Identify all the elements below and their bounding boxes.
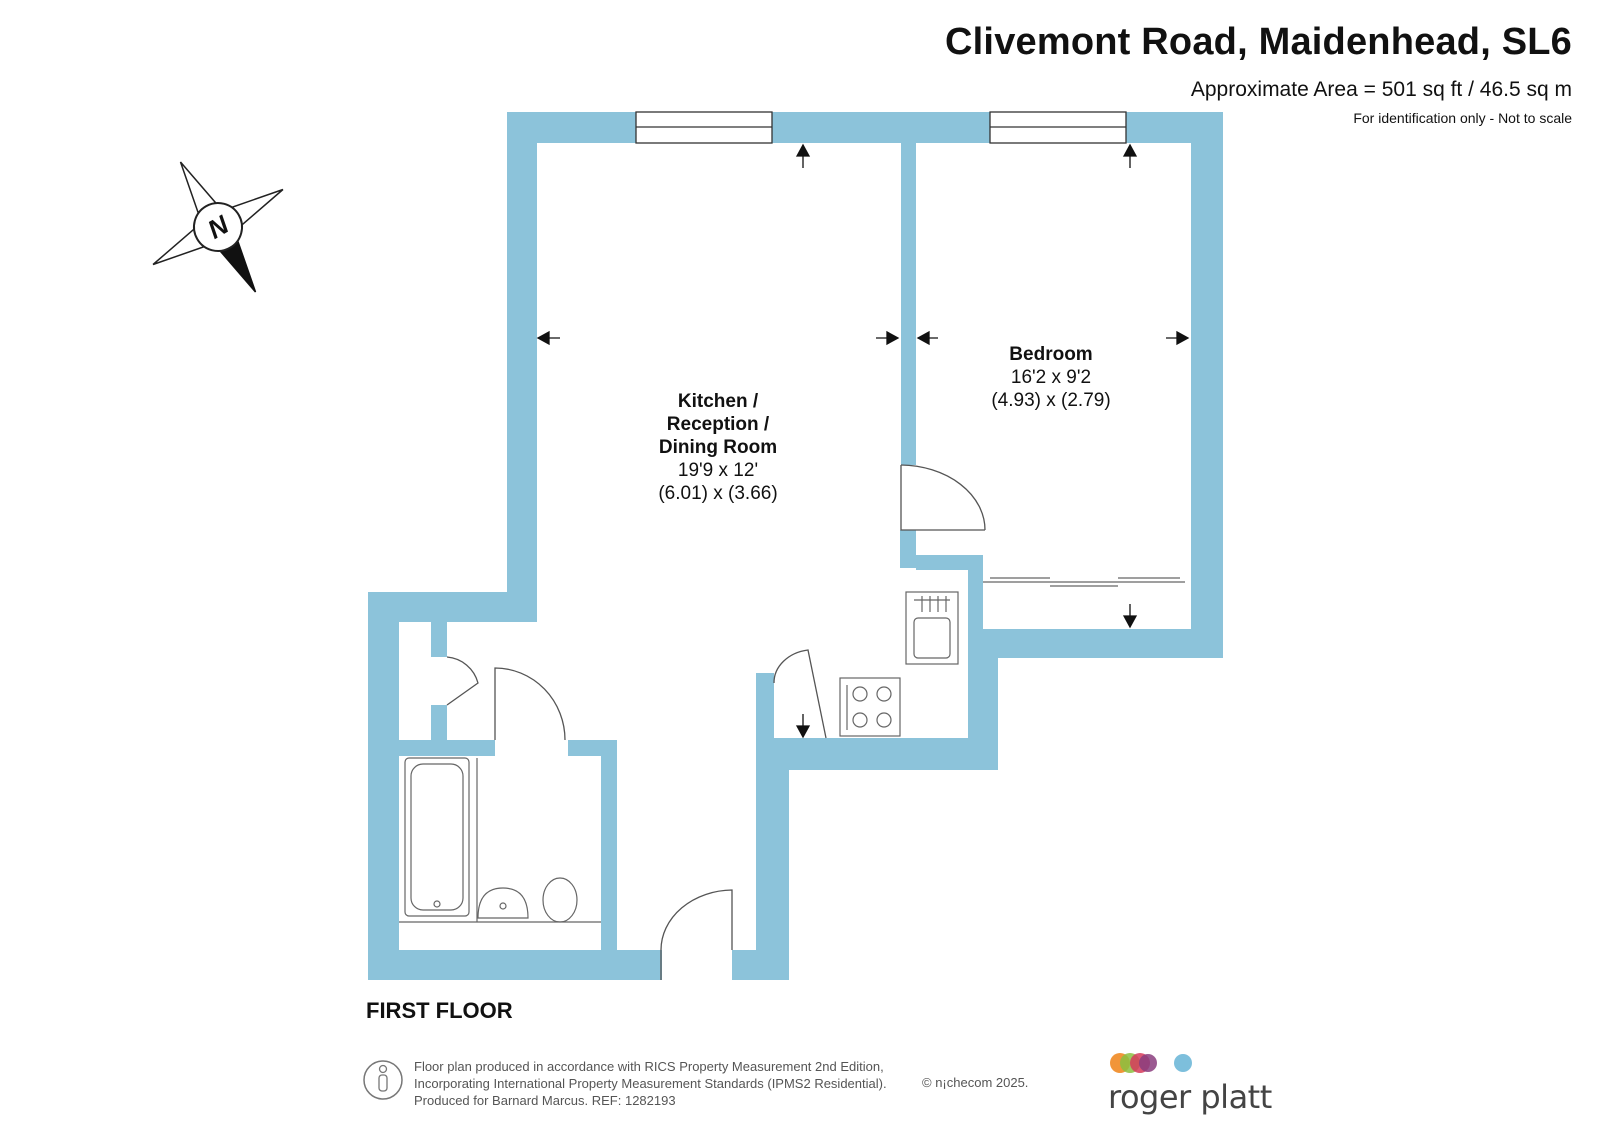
walls bbox=[368, 112, 1223, 980]
bathroom-fittings bbox=[399, 757, 601, 923]
roger-platt-logo-icon bbox=[1110, 1053, 1192, 1073]
footer-line: Incorporating International Property Mea… bbox=[414, 1076, 887, 1091]
hob-icon bbox=[839, 677, 901, 737]
footer-line: Floor plan produced in accordance with R… bbox=[414, 1059, 884, 1074]
room-name-line: Bedroom bbox=[1009, 344, 1093, 365]
room-name-line: Reception / bbox=[666, 414, 770, 435]
doors bbox=[446, 464, 986, 980]
toilet-icon bbox=[542, 877, 578, 923]
kitchen-fittings bbox=[839, 591, 959, 737]
footer-text: Floor plan produced in accordance with R… bbox=[414, 1058, 887, 1109]
compass-icon: N bbox=[152, 161, 284, 293]
room-name-line: Kitchen / bbox=[677, 391, 759, 412]
wardrobe bbox=[983, 577, 1185, 587]
dimension-arrows bbox=[536, 143, 1190, 739]
approximate-area: Approximate Area = 501 sq ft / 46.5 sq m bbox=[1190, 77, 1572, 101]
room-size-metric: (4.93) x (2.79) bbox=[991, 390, 1111, 411]
room-label-kitchen: Kitchen / Reception / Dining Room 19'9 x… bbox=[618, 390, 818, 505]
header: Clivemont Road, Maidenhead, SL6 Approxim… bbox=[945, 21, 1572, 126]
copyright: © n¡checom 2025. bbox=[922, 1075, 1029, 1090]
page-title: Clivemont Road, Maidenhead, SL6 bbox=[945, 21, 1572, 63]
room-size-imperial: 16'2 x 9'2 bbox=[1010, 367, 1092, 388]
scale-note: For identification only - Not to scale bbox=[1353, 109, 1572, 126]
floor-label: FIRST FLOOR bbox=[366, 998, 513, 1023]
room-label-bedroom: Bedroom 16'2 x 9'2 (4.93) x (2.79) bbox=[951, 343, 1151, 412]
footer-line: Produced for Barnard Marcus. REF: 128219… bbox=[414, 1093, 676, 1108]
room-size-metric: (6.01) x (3.66) bbox=[658, 483, 778, 504]
logo-text: roger platt bbox=[1108, 1078, 1272, 1116]
room-name-line: Dining Room bbox=[658, 437, 778, 458]
person-info-icon bbox=[363, 1060, 403, 1100]
windows bbox=[635, 111, 1127, 144]
room-size-imperial: 19'9 x 12' bbox=[677, 460, 759, 481]
